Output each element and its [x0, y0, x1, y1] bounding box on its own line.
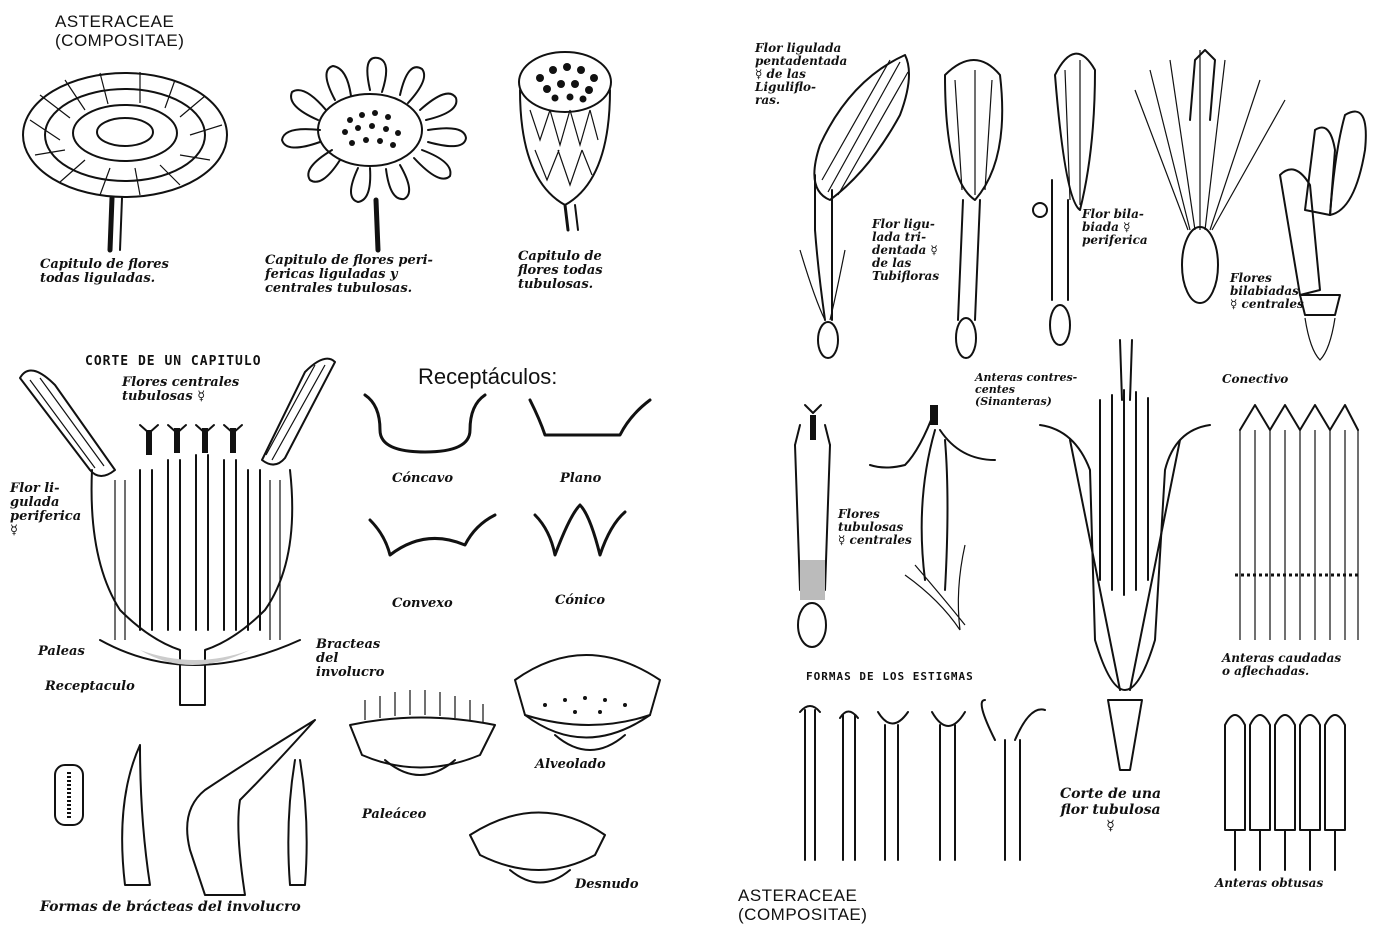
label-capitulo-liguladas: Capitulo de flores todas liguladas. [40, 258, 169, 286]
label-formas-estigmas: FORMAS DE LOS ESTIGMAS [806, 670, 974, 683]
label-corte-flor-tubulosa: Corte de una flor tubulosa ☿ [1060, 786, 1161, 834]
label-convexo: Convexo [392, 597, 453, 611]
label-formas-bracteas: Formas de brácteas del involucro [40, 900, 301, 914]
capitulo-mixto-drawing [282, 58, 466, 250]
capitulo-tubulosas-drawing [519, 52, 611, 230]
label-conectivo: Conectivo [1222, 372, 1288, 386]
label-flor-pentadentada: Flor ligulada pentadentada ☿ de las Ligu… [755, 42, 847, 107]
label-anteras-obtusas: Anteras obtusas [1215, 876, 1323, 890]
label-flores-centrales: Flores centrales tubulosas ☿ [122, 376, 239, 404]
label-anteras-caudadas: Anteras caudadas o aflechadas. [1222, 652, 1341, 678]
label-flor-bilabiada-periferica: Flor bila- biada ☿ periferica [1082, 208, 1148, 247]
label-capitulo-tubulosas: Capitulo de flores todas tubulosas. [518, 250, 603, 292]
bracteas-drawings [55, 720, 315, 895]
label-desnudo: Desnudo [575, 878, 639, 892]
title-top: ASTERACEAE (COMPOSITAE) [55, 12, 184, 50]
estigmas-drawings [800, 700, 1045, 860]
label-paleas: Paleas [38, 645, 85, 659]
anteras-caudadas-drawing [1235, 405, 1360, 640]
title-bottom: ASTERACEAE (COMPOSITAE) [738, 886, 867, 924]
label-flor-tridentada: Flor ligu- lada tri- dentada ☿ de las Tu… [872, 218, 939, 283]
capitulo-liguladas-drawing [23, 72, 227, 250]
label-flores-bilabiadas-centrales: Flores bilabiadas ☿ centrales [1230, 272, 1304, 311]
label-bracteas-involucro: Bracteas del involucro [316, 638, 384, 680]
corte-capitulo-title: CORTE DE UN CAPITULO [85, 354, 262, 369]
label-concavo: Cóncavo [392, 472, 453, 486]
label-receptaculo: Receptaculo [45, 680, 135, 694]
label-flores-tubulosas-centrales: Flores tubulosas ☿ centrales [838, 508, 912, 547]
flores-individuales-drawings [800, 50, 1366, 360]
label-paleaceo: Paleáceo [362, 808, 426, 822]
anteras-obtusas-drawing [1225, 715, 1345, 870]
label-plano: Plano [560, 472, 601, 486]
receptaculos-title: Receptáculos: [418, 364, 557, 390]
label-conico: Cónico [555, 594, 605, 608]
label-flor-ligulada-periferica: Flor li- gulada periferica ☿ [10, 482, 81, 538]
label-anteras-sinanteras: Anteras contres- centes (Sinanteras) [975, 372, 1077, 408]
label-alveolado: Alveolado [535, 758, 606, 772]
label-capitulo-mixto: Capitulo de flores peri- fericas ligulad… [265, 254, 433, 296]
